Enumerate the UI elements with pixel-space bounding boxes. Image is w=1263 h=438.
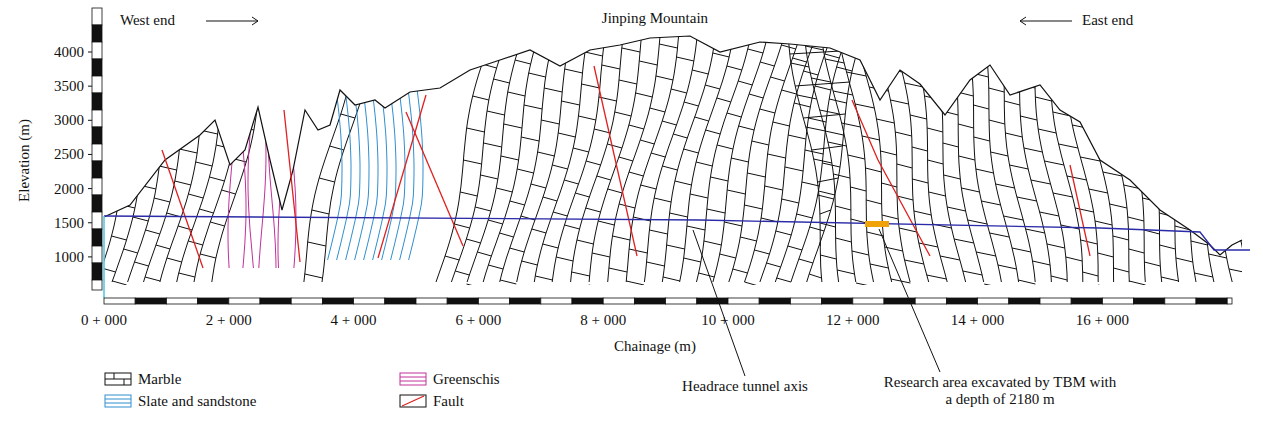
y-axis (88, 8, 102, 290)
axis-tick-label: 4000 (54, 44, 84, 61)
axis-tick-label: 4 + 000 (331, 312, 377, 329)
axis-tick-label: 8 + 000 (580, 312, 626, 329)
axis-tick-label: 14 + 000 (951, 312, 1004, 329)
direction-label: West end (120, 12, 175, 29)
shaft-line (103, 216, 105, 298)
axis-tick-label: 10 + 000 (701, 312, 754, 329)
fault-lines (162, 66, 1090, 268)
leader-lines (693, 229, 940, 376)
axis-tick-label: 2000 (54, 181, 84, 198)
legend-label: Slate and sandstone (138, 393, 256, 410)
axis-tick-label: 12 + 000 (826, 312, 879, 329)
tunnel-axis (104, 216, 1250, 250)
diagram-title: Jinping Mountain (602, 10, 708, 27)
axis-title: Chainage (m) (614, 338, 696, 355)
callout-label: Research area excavated by TBM with a de… (880, 374, 1120, 408)
legend-label: Greenschis (433, 371, 500, 388)
legend-label: Fault (433, 393, 464, 410)
ground-profile (104, 36, 1242, 255)
axis-tick-label: 3500 (54, 78, 84, 95)
axis-title: Elevation (m) (16, 119, 33, 202)
research-area (865, 221, 889, 227)
axis-tick-label: 2 + 000 (206, 312, 252, 329)
callout-label: Headrace tunnel axis (682, 378, 808, 395)
axis-tick-label: 2500 (54, 146, 84, 163)
axis-tick-label: 3000 (54, 112, 84, 129)
axis-tick-label: 1000 (54, 249, 84, 266)
legend-label: Marble (138, 371, 181, 388)
axis-tick-label: 0 + 000 (81, 312, 127, 329)
axis-tick-label: 6 + 000 (455, 312, 501, 329)
x-axis (104, 298, 1232, 304)
axis-tick-label: 16 + 000 (1076, 312, 1129, 329)
axis-tick-label: 1500 (54, 215, 84, 232)
direction-label: East end (1082, 12, 1133, 29)
